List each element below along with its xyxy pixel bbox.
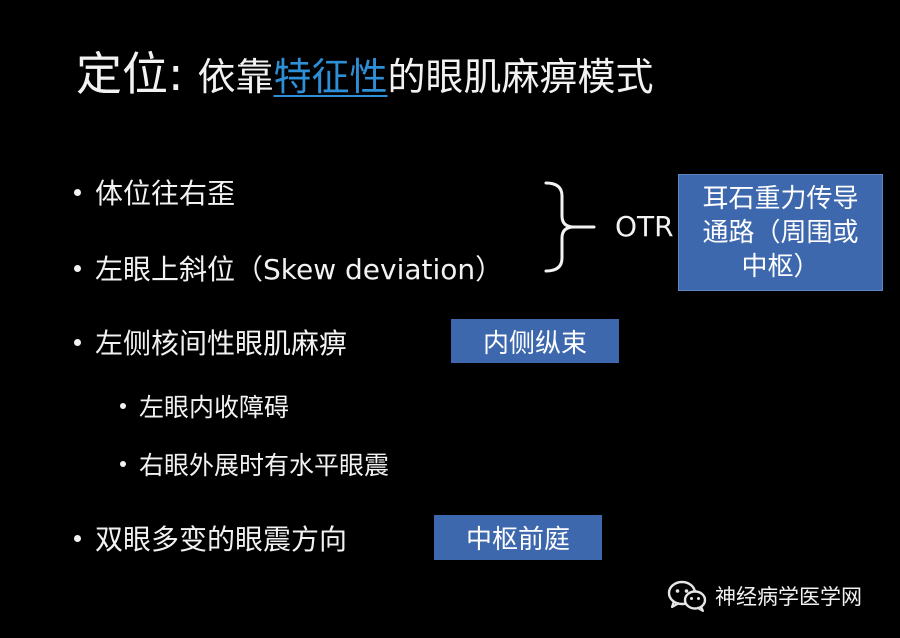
bullet-text: 左眼上斜位（Skew deviation） <box>95 253 504 286</box>
tag-mlf: 内侧纵束 <box>451 319 619 363</box>
bullet-item: 左眼上斜位（Skew deviation） <box>74 248 503 288</box>
title-sub-after: 的眼肌麻痹模式 <box>387 55 654 99</box>
otr-label: OTR <box>615 210 674 243</box>
watermark: 神经病学医学网 <box>667 580 862 612</box>
sub-bullet-text: 左眼内收障碍 <box>139 393 290 422</box>
tag-otolith-line: 耳石重力传导 <box>702 183 859 214</box>
curly-brace-icon <box>544 181 596 273</box>
bullet-item: 双眼多变的眼震方向 <box>74 518 347 558</box>
bullet-text: 左侧核间性眼肌麻痹 <box>95 327 348 360</box>
sub-bullet-dot-icon <box>120 403 126 409</box>
tag-otolith-line: 中枢） <box>741 251 820 282</box>
bullet-item: 左侧核间性眼肌麻痹 <box>74 322 347 362</box>
bullet-dot-icon <box>74 264 81 272</box>
sub-bullet-dot-icon <box>120 461 126 467</box>
watermark-text: 神经病学医学网 <box>715 585 862 609</box>
sub-bullet-item: 左眼内收障碍 <box>120 388 289 424</box>
bullet-dot-icon <box>74 188 81 196</box>
bullet-text: 体位往右歪 <box>95 177 236 210</box>
tag-otolith-line: 通路（周围或 <box>702 217 859 248</box>
tag-otolith-pathway: 耳石重力传导 通路（周围或 中枢） <box>678 174 883 291</box>
title-emphasis-link[interactable]: 特征性 <box>273 55 388 99</box>
sub-bullet-item: 右眼外展时有水平眼震 <box>120 446 389 482</box>
bullet-dot-icon <box>74 338 81 346</box>
title-main: 定位: <box>76 47 184 101</box>
bullet-item: 体位往右歪 <box>74 172 235 212</box>
title-subtitle: 依靠特征性的眼肌麻痹模式 <box>198 55 654 99</box>
slide-title: 定位: 依靠特征性的眼肌麻痹模式 <box>76 38 654 104</box>
bullet-text: 双眼多变的眼震方向 <box>95 523 348 556</box>
bullet-dot-icon <box>74 534 81 542</box>
tag-central-vestibular: 中枢前庭 <box>434 515 602 560</box>
title-sub-before: 依靠 <box>197 55 274 99</box>
wechat-icon <box>667 580 707 612</box>
sub-bullet-text: 右眼外展时有水平眼震 <box>139 451 390 480</box>
